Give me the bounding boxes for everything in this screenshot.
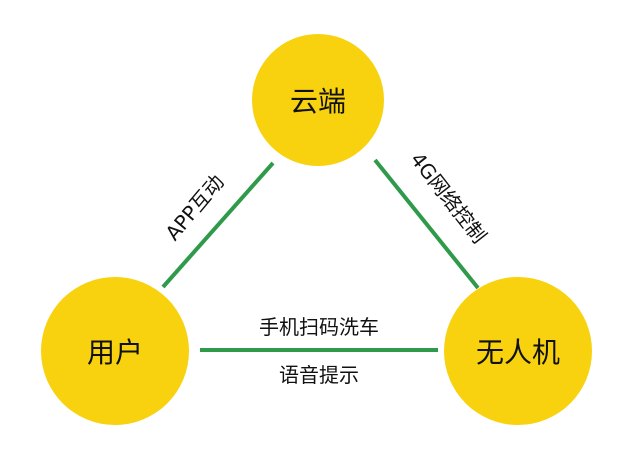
- node-cloud-circle: [252, 34, 384, 166]
- edge-cloud-drone-line: [373, 158, 480, 290]
- edge-user-cloud-label: APP互动: [160, 170, 228, 245]
- node-drone-circle: [444, 277, 592, 425]
- node-user-circle: [41, 277, 189, 425]
- node-drone-label: 无人机: [476, 336, 560, 369]
- edge-user-cloud-line: [161, 161, 275, 289]
- edge-user-drone-label-bottom: 语音提示: [279, 363, 359, 387]
- node-cloud-label: 云端: [290, 85, 346, 118]
- edge-user-drone-label-top: 手机扫码洗车: [259, 315, 379, 339]
- edge-cloud-drone-label: 4G网络控制: [406, 148, 492, 248]
- node-user-label: 用户: [87, 336, 143, 369]
